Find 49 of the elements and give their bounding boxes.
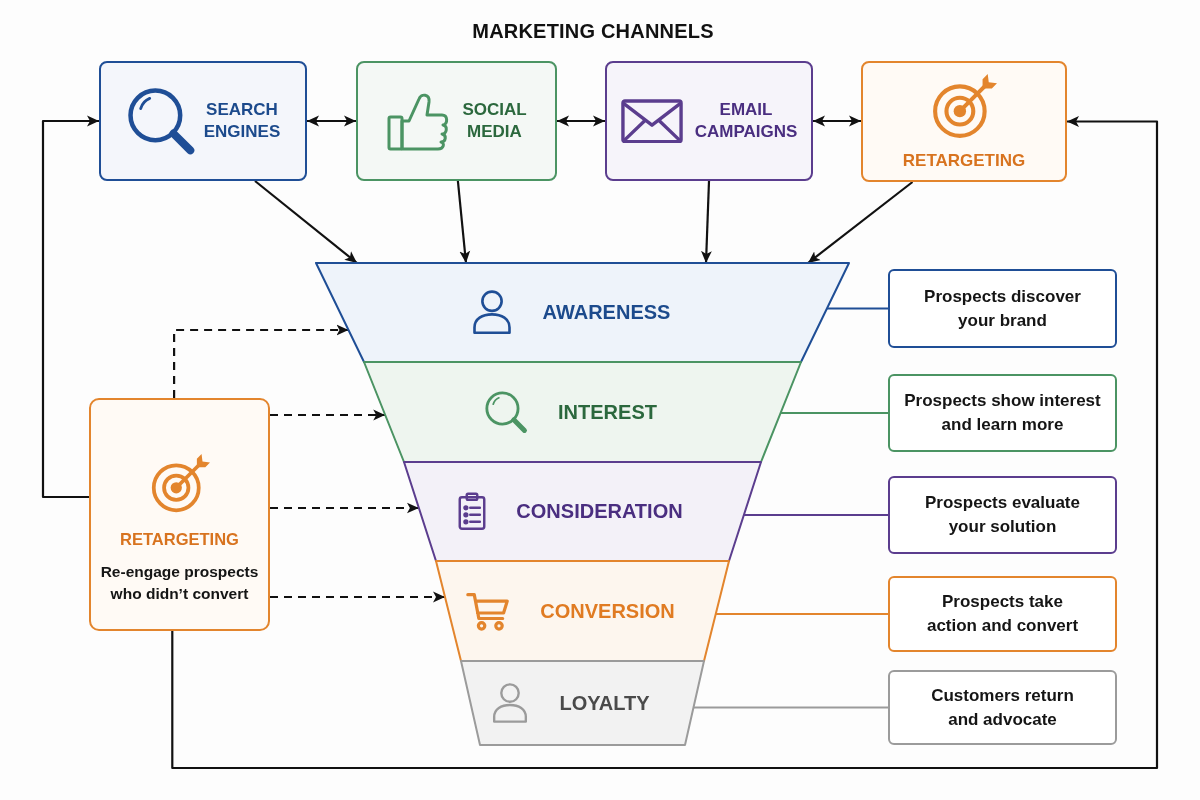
funnel-stage [404,462,761,561]
double-arrow [557,115,605,127]
card-title: RETARGETING [120,530,239,549]
description-box [888,374,1117,452]
dashed-arrow [270,409,386,421]
double-arrow [307,115,356,127]
dashed-arrow [270,591,445,603]
arrow [456,180,471,264]
description-box [888,576,1117,652]
connector-line [693,706,888,709]
stage-label: LOYALTY [559,691,650,715]
funnel-stage [364,362,801,462]
double-arrow [813,115,861,127]
description-text: Prospects show interest and learn more [903,390,1102,436]
channel-label: SOCIAL MEDIA [462,98,527,143]
stage-label: INTEREST [558,400,657,424]
funnel-stage [461,661,704,745]
stage-label: CONSIDERATION [516,500,683,523]
channel-card [356,61,557,181]
diagram-title: MARKETING CHANNELS [472,20,714,43]
card-description: Re-engage prospects who didn’t convert [99,562,260,605]
arrow [254,180,358,264]
description-text: Customers return and advocate [930,684,1075,731]
channel-label: SEARCH ENGINES [203,98,281,143]
description-text: Prospects take action and convert [925,591,1080,637]
description-text: Prospects discover your brand [923,285,1082,332]
stage-label: AWARENESS [542,301,671,324]
channel-card [605,61,813,181]
description-box [888,476,1117,554]
arrow [171,116,1159,770]
dashed-arrow [270,502,419,514]
dashed-arrow [173,324,349,398]
description-box [888,269,1117,348]
connector-line [780,411,888,415]
channel-label: EMAIL CAMPAIGNS [694,98,798,143]
arrow [41,115,99,499]
retargeting-card [89,398,270,631]
description-text: Prospects evaluate your solution [924,492,1081,538]
funnel-stage [316,263,849,362]
channel-card [99,61,307,181]
arrow [807,181,914,264]
connector-line [826,307,888,310]
connector-line [715,612,888,616]
stage-label: CONVERSION [540,599,675,623]
channel-label: RETARGETING [902,150,1026,173]
arrow [701,180,712,264]
description-box [888,670,1117,745]
channel-card [861,61,1067,182]
funnel-stage [436,561,729,661]
